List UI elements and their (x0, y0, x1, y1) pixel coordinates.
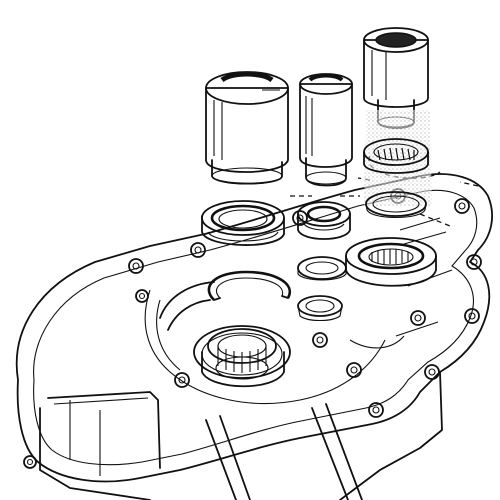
support-rod-right (311, 403, 363, 500)
medium-bearing-driver-tool (299, 73, 353, 187)
bolt-bosses (23, 188, 482, 469)
crankcase-half (15, 173, 493, 500)
large-bearing-driver-tool (205, 71, 289, 185)
splined-bearing-in-case (207, 328, 277, 380)
snap-ring (207, 270, 291, 301)
small-washer-ring (297, 295, 343, 322)
support-rod-left (205, 415, 251, 500)
large-oil-seal (201, 200, 285, 246)
small-bearing (297, 201, 351, 240)
socket-bearing-driver-tool (363, 27, 432, 206)
o-ring-seal (365, 191, 427, 218)
splined-bearing-loose (345, 237, 437, 287)
thin-oil-seal (297, 256, 347, 281)
needle-bearing (363, 138, 429, 174)
